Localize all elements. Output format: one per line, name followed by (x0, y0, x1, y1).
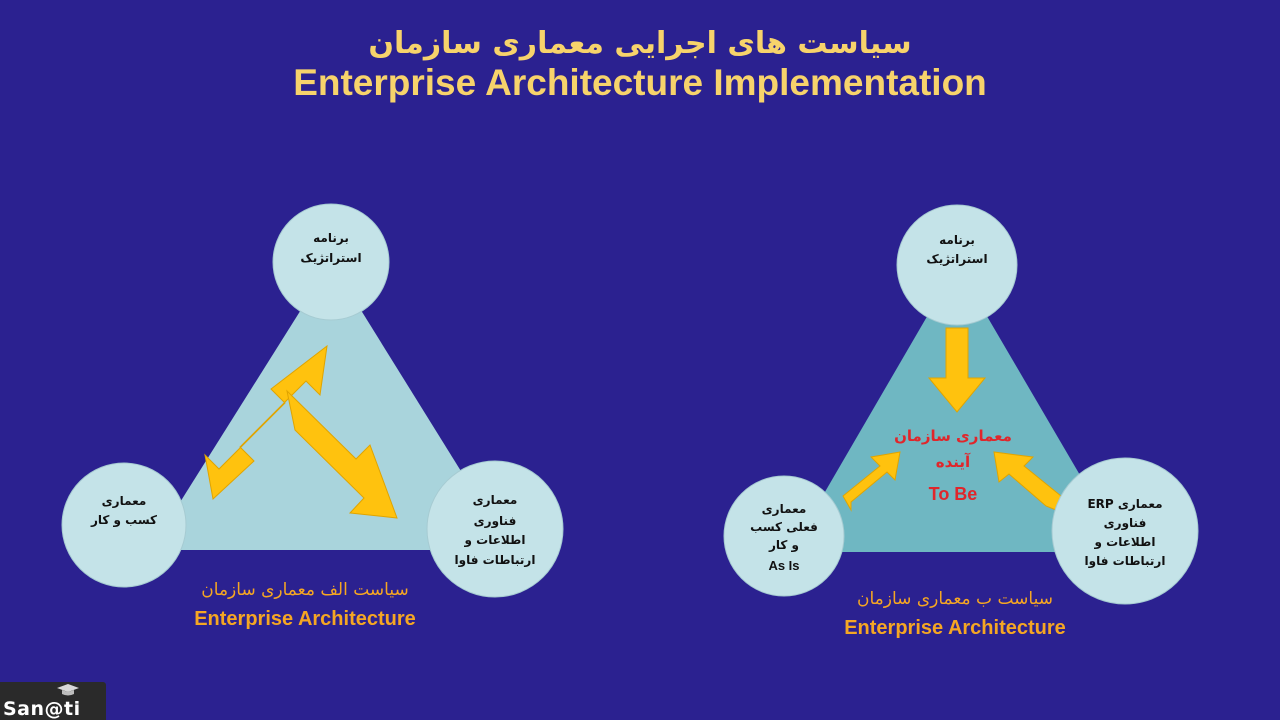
policy-b-right-line3: اطلاعات و (1094, 535, 1156, 550)
logo-text: San@ti (3, 698, 81, 720)
policy-b-left-line3: و کار (768, 538, 799, 553)
policy-a-arrow-diagonal (204, 344, 328, 500)
policy-b-left-node: معماری فعلی کسب و کار As Is (723, 475, 845, 597)
policy-b-center-line3: To Be (929, 484, 978, 504)
policy-b-diagram: برنامه استراتژیک معماری سازمان آینده To … (723, 204, 1199, 605)
policy-a-left-node: معماری کسب و کار (61, 462, 187, 588)
policy-b-center-line1: معماری سازمان (894, 427, 1012, 445)
policy-a-caption-english: Enterprise Architecture (194, 608, 416, 630)
policy-b-right-line2: فناوری (1104, 516, 1147, 531)
policy-a-top-node: برنامه استراتژیک (272, 203, 390, 321)
policy-a-right-line2: فناوری (474, 514, 517, 529)
policy-b-caption-english: Enterprise Architecture (844, 617, 1066, 639)
policy-a-right-node: معماری فناوری اطلاعات و ارتباطات فاوا (426, 460, 564, 598)
policy-b-top-node: برنامه استراتژیک (896, 204, 1018, 326)
graduation-cap-icon (57, 684, 79, 696)
policy-a-right-line4: ارتباطات فاوا (455, 553, 536, 568)
policy-b-arrows (842, 327, 1062, 512)
policy-b-left-line1: معماری (762, 502, 807, 516)
policy-a-diagram: برنامه استراتژیک معماری کسب و کار معماری… (61, 203, 564, 598)
policy-a-arrows (204, 344, 398, 519)
policy-b-top-line2: استراتژیک (926, 252, 987, 266)
policy-b-right-line4: ارتباطات فاوا (1085, 554, 1166, 569)
policy-b-arrow-left-up (842, 451, 901, 512)
policy-b-left-line2: فعلی کسب (750, 520, 818, 534)
sanati-logo: San@ti (0, 682, 106, 720)
policy-a-top-line1: برنامه (313, 231, 349, 245)
policy-b-right-line1: معماری ERP (1087, 497, 1162, 511)
policy-b-top-line1: برنامه (939, 233, 975, 247)
policy-b-arrow-down (927, 327, 987, 413)
policy-a-arrow-stem (286, 389, 398, 519)
policy-b-center: معماری سازمان آینده To Be (894, 427, 1012, 504)
policy-b-arrow-right-up (993, 451, 1062, 511)
policy-a-right-line1: معماری (473, 493, 518, 507)
policy-a-triangle (150, 262, 510, 550)
policy-a-right-line3: اطلاعات و (464, 533, 526, 548)
policy-b-left-line4: As Is (768, 558, 799, 573)
slide-title-english: Enterprise Architecture Implementation (293, 62, 987, 103)
policy-a-left-line2: کسب و کار (90, 513, 157, 528)
policy-b-right-node: معماری ERP فناوری اطلاعات و ارتباطات فاو… (1051, 457, 1199, 605)
policy-b-caption-persian: سیاست ب معماری سازمان (857, 589, 1053, 609)
slide-title-persian: سیاست های اجرایی معماری سازمان (368, 26, 912, 61)
policy-b-center-line2: آینده (936, 453, 971, 471)
policy-a-left-line1: معماری (102, 494, 147, 508)
policy-a-top-line2: استراتژیک (300, 251, 361, 265)
policy-a-caption-persian: سیاست الف معماری سازمان (201, 580, 409, 600)
